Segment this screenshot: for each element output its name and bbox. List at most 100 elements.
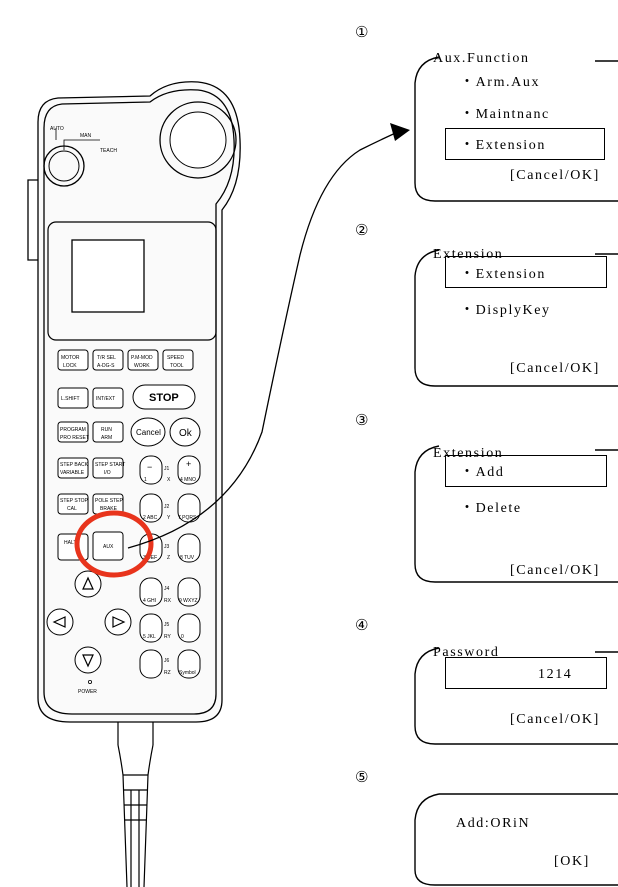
power-led-icon (88, 680, 93, 685)
jog-plus-6[interactable] (177, 649, 201, 679)
step-4-title: Password (433, 645, 500, 660)
variable-label: VARIABLE (60, 470, 85, 476)
tr-sel-button[interactable] (92, 349, 124, 371)
key-7pqrs-label: 7 PQRS (178, 515, 197, 521)
pro-reset-label: PRO RESET (60, 435, 89, 441)
arrow-right-button[interactable] (104, 608, 132, 636)
io-label: I/O (104, 470, 111, 476)
jog-minus-4[interactable] (139, 577, 163, 607)
j1-label: J1 (164, 466, 170, 472)
step-1-item-2: ・Maintnanc (460, 107, 550, 122)
program-label: PROGRAM (60, 427, 86, 433)
right-arrow-icon (112, 616, 126, 628)
step-5-screen: Add:ORiN [OK] (413, 792, 618, 887)
step-back-button[interactable] (57, 457, 89, 479)
mode-man-label: MAN (80, 133, 92, 139)
step-2-frame (414, 249, 618, 387)
step-2-item-1: ・Extension (460, 267, 546, 282)
key-z-label: Z (167, 555, 170, 561)
arrow-keys (46, 570, 132, 674)
step-1-frame (414, 56, 618, 202)
pendant-cable (117, 700, 154, 887)
l-shift-label: L.SHIFT (61, 396, 80, 402)
a-dg-s-label: A-DG-S (97, 363, 115, 369)
step-4-number: ④ (355, 616, 369, 634)
step-1-selection (445, 128, 605, 160)
pm-mod-button[interactable] (127, 349, 159, 371)
j5-label: J5 (164, 622, 170, 628)
password-field[interactable] (445, 657, 607, 689)
pole-step-label: POLE STEP (95, 498, 123, 504)
key-8tuv-label: 8 TUV (180, 555, 195, 561)
step-2-title: Extension (433, 247, 504, 262)
tr-sel-label: T/R SEL (97, 355, 116, 361)
arrow-left-button[interactable] (46, 608, 74, 636)
cancel-button[interactable] (130, 417, 166, 447)
ok-button[interactable] (169, 417, 201, 447)
pm-mod-label: P.M-MOD (131, 355, 153, 361)
run-button[interactable] (92, 421, 124, 443)
jog-minus-5[interactable] (139, 613, 163, 643)
step-3-item-1: ・Add (460, 465, 505, 480)
key-2abc-label: 2 ABC (143, 515, 158, 521)
motor-button[interactable] (57, 349, 89, 371)
jog-keys (139, 455, 201, 679)
rx-label: RX (164, 598, 172, 604)
step-1-footer: [Cancel/OK] (510, 168, 600, 183)
int-ext-label: INT/EXT (96, 396, 115, 402)
step-back-label: STEP BACK (60, 462, 89, 468)
step-2-footer: [Cancel/OK] (510, 361, 600, 376)
lock-label: LOCK (63, 363, 77, 369)
aux-label: AUX (103, 544, 114, 550)
cal-label: CAL (67, 506, 77, 512)
step-1-item-3: ・Extension (460, 138, 546, 153)
stop-button[interactable] (132, 384, 196, 410)
speed-button[interactable] (162, 349, 194, 371)
run-label: RUN (101, 427, 112, 433)
password-value: 1214 (538, 667, 573, 682)
step-stop-label: STEP STOP (60, 498, 89, 504)
aux-highlight-ring (74, 510, 154, 578)
step-1-title: Aux.Function (433, 51, 530, 66)
step-3-selection (445, 455, 607, 487)
callout-arrowhead-icon (390, 123, 410, 141)
jog-plus-4[interactable] (177, 577, 201, 607)
dial[interactable] (159, 101, 237, 179)
motor-label: MOTOR (61, 355, 80, 361)
j2-label: J2 (164, 504, 170, 510)
jog-plus-1[interactable] (177, 455, 201, 485)
halt-button[interactable] (57, 533, 89, 561)
jog-plus-3[interactable] (177, 533, 201, 563)
key-x-label: X (167, 477, 171, 483)
cancel-label: Cancel (136, 428, 161, 437)
step-3-footer: [Cancel/OK] (510, 563, 600, 578)
aux-button[interactable] (92, 531, 124, 561)
step-1-item-1: ・Arm.Aux (460, 75, 541, 90)
program-button[interactable] (57, 421, 89, 443)
brake-label: BRAKE (100, 506, 118, 512)
tool-label: TOOL (170, 363, 184, 369)
step-start-button[interactable] (92, 457, 124, 479)
arrow-glyphs (52, 576, 126, 668)
l-shift-button[interactable] (57, 387, 89, 409)
key-4ghi-label: 4 GHI (143, 598, 156, 604)
j4-label: J4 (164, 586, 170, 592)
symbol-label: Symbol (179, 670, 196, 676)
step-stop-button[interactable] (57, 493, 89, 515)
jog-minus-2[interactable] (139, 493, 163, 523)
key-4mno-label: 4 MNO (180, 477, 196, 483)
button-grid (46, 349, 201, 679)
jog-minus-6[interactable] (139, 649, 163, 679)
int-ext-button[interactable] (92, 387, 124, 409)
step-3-number: ③ (355, 411, 369, 429)
jog-minus-1[interactable] (139, 455, 163, 485)
arrow-up-button[interactable] (74, 570, 102, 598)
jog-plus-5[interactable] (177, 613, 201, 643)
work-label: WORK (134, 363, 150, 369)
j6-label: J6 (164, 658, 170, 664)
mode-key-switch[interactable]: AUTO MAN TEACH (43, 126, 117, 187)
key-9wxyz-label: 9 WXYZ (179, 598, 198, 604)
arrow-down-button[interactable] (74, 646, 102, 674)
arm-label: ARM (101, 435, 112, 441)
